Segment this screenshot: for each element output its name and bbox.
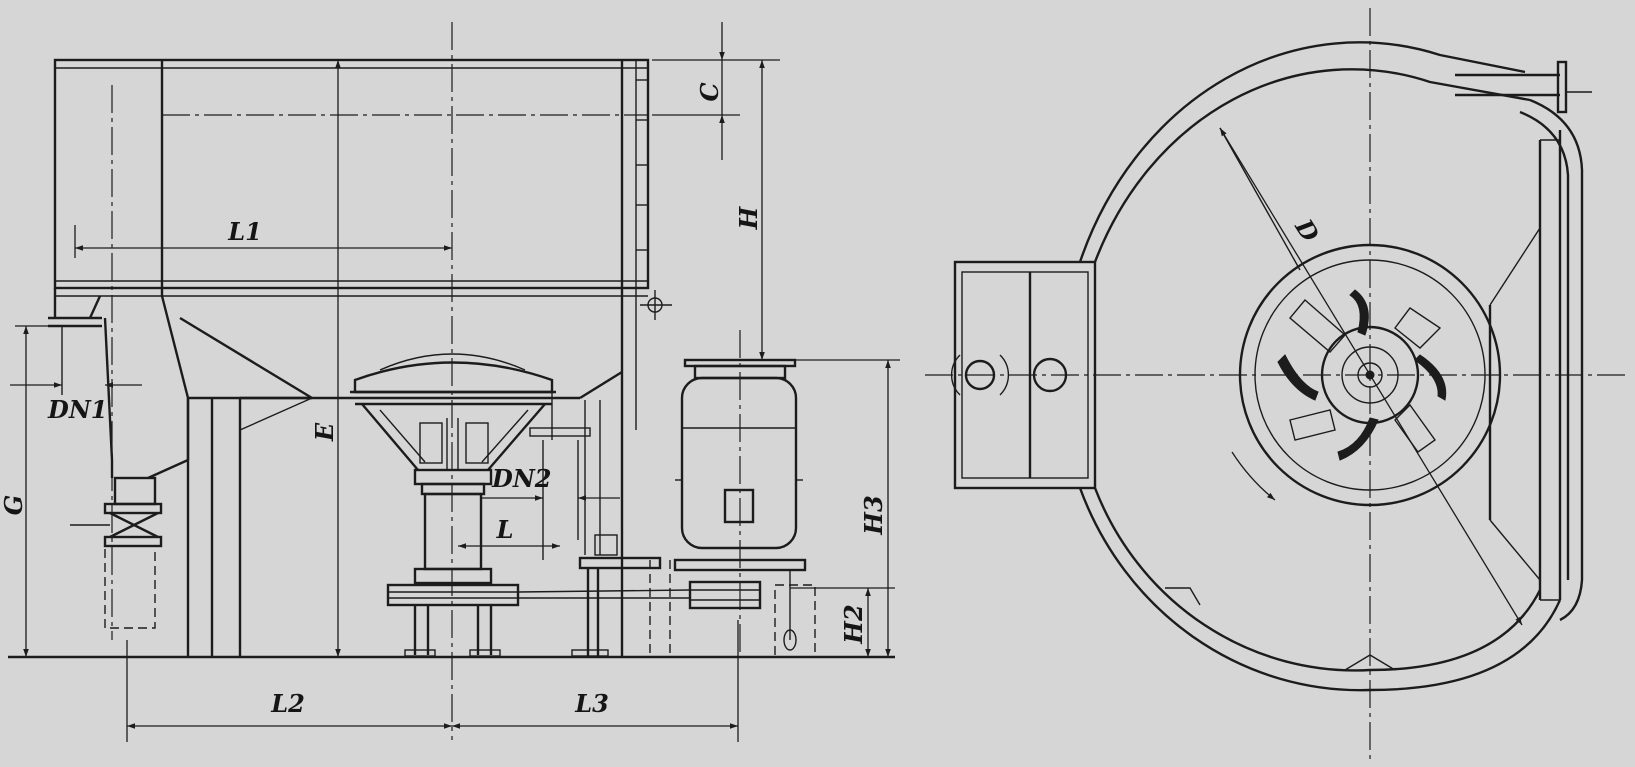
- dimension-h2: [790, 587, 895, 657]
- tank-shell-plan: [1078, 41, 1592, 692]
- dimension-l1: [74, 225, 452, 258]
- front-elevation-view: C H L1 E DN1 G: [0, 22, 900, 742]
- inner-baffles: [1165, 127, 1541, 671]
- label-d: D: [1289, 213, 1325, 247]
- label-dn1: DN1: [47, 395, 107, 424]
- label-c: C: [695, 82, 724, 101]
- dimension-d: [1219, 127, 1523, 626]
- plan-view: D: [925, 8, 1630, 764]
- rotation-arrow: [1231, 451, 1276, 501]
- dimension-c: [652, 22, 780, 160]
- label-l3: L3: [574, 689, 609, 718]
- agitator-pump: [350, 353, 591, 585]
- tank-bottom-and-legs: [88, 295, 623, 657]
- dimension-g: [15, 325, 48, 657]
- side-nozzle-box: [950, 260, 1097, 490]
- dimension-dn2: [480, 440, 620, 560]
- label-l1: L1: [227, 217, 262, 246]
- label-h: H: [734, 205, 763, 230]
- outlet-pipe-dn1: [48, 85, 163, 640]
- label-e: E: [310, 422, 339, 442]
- label-l: L: [496, 515, 514, 544]
- label-h3: H3: [859, 495, 888, 535]
- dimension-l2-l3: [126, 620, 739, 742]
- label-l2: L2: [270, 689, 305, 718]
- label-g: G: [0, 495, 28, 516]
- belt-drive-base: [386, 400, 762, 657]
- dimension-h: [740, 60, 900, 361]
- label-h2: H2: [839, 604, 868, 644]
- label-dn2: DN2: [491, 464, 551, 493]
